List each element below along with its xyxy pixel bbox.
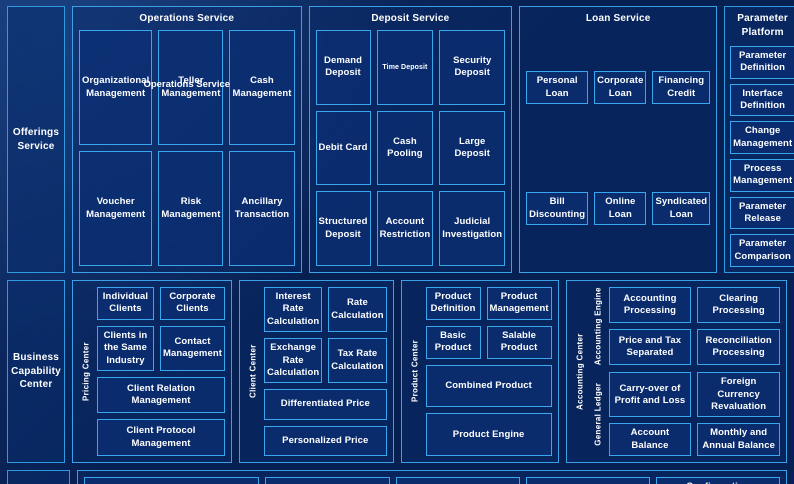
box-carry-over-profit-and-loss[interactable]: Carry-over of Profit and Loss <box>608 372 692 418</box>
box-debit-card[interactable]: Debit Card <box>315 110 371 186</box>
box-account-restriction[interactable]: Account Restriction <box>376 191 434 267</box>
panel-loan-service[interactable]: Loan Service Personal Loan Corporate Loa… <box>519 6 718 274</box>
box-registration-center[interactable]: Registration Center <box>84 477 260 484</box>
vertical-label-accounting-engine: Accounting Engine <box>593 287 603 366</box>
group-accounting-engine: Accounting Engine Accounting Processing … <box>591 287 780 366</box>
box-ancillary-transaction[interactable]: Ancillary Transaction <box>229 151 295 267</box>
box-individual-clients[interactable]: Individual Clients <box>97 287 154 320</box>
box-clearing-processing[interactable]: Clearing Processing <box>697 287 780 324</box>
box-combined-product[interactable]: Combined Product <box>425 364 552 408</box>
box-organizational-management[interactable]: Organizational Management <box>79 30 153 146</box>
box-monthly-and-annual-balance[interactable]: Monthly and Annual Balance <box>697 423 780 457</box>
box-personalized-price[interactable]: Personalized Price <box>264 425 387 457</box>
vertical-label-accounting-center: Accounting Center <box>575 333 585 410</box>
panel-title-parameter-platform: Parameter Platform <box>737 13 789 38</box>
panel-deposit-service[interactable]: Deposit Service Demand Deposit Time Depo… <box>308 6 513 274</box>
box-interface-definition[interactable]: Interface Definition <box>730 83 794 117</box>
box-accounting-processing[interactable]: Accounting Processing <box>608 287 692 324</box>
box-structured-deposit[interactable]: Structured Deposit <box>315 191 371 267</box>
box-bill-discounting[interactable]: Bill Discounting <box>526 192 589 225</box>
box-client-relation-management[interactable]: Client Relation Management <box>97 376 225 414</box>
box-voucher-management[interactable]: Voucher Management <box>79 151 153 267</box>
panel-title-operations-service: Operations Service <box>139 13 235 24</box>
box-syndicated-loan[interactable]: Syndicated Loan <box>652 192 711 225</box>
layer-label-technology-platform: Technology Platform <box>7 470 71 484</box>
box-interest-rate-calculation[interactable]: Interest Rate Calculation <box>264 287 323 333</box>
box-price-and-tax-separated[interactable]: Price and Tax Separated <box>608 329 692 366</box>
layer-label-business-capability-center: Business Capability Center <box>7 280 65 464</box>
technology-platform-layer: Technology Platform Registration Center … <box>7 470 787 484</box>
box-differentiated-price[interactable]: Differentiated Price <box>264 389 387 420</box>
box-large-deposit[interactable]: Large Deposit <box>439 110 506 186</box>
box-cash-management[interactable]: Cash Management <box>229 30 295 146</box>
box-foreign-currency-revaluation[interactable]: Foreign Currency Revaluation <box>697 372 780 418</box>
box-clients-same-industry[interactable]: Clients in the Same Industry <box>97 325 154 371</box>
box-parameter-definition[interactable]: Parameter Definition <box>730 46 794 79</box>
box-online-loan[interactable]: Online Loan <box>594 192 647 225</box>
panel-technology-platform[interactable]: Registration Center Service Management S… <box>77 470 787 484</box>
panel-product-center[interactable]: Product Center Product Definition Produc… <box>400 280 559 464</box>
panel-pricing-center[interactable]: Client Center Interest Rate Calculation … <box>239 280 394 464</box>
box-demand-deposit[interactable]: Demand Deposit <box>315 30 371 105</box>
box-tax-rate-calculation[interactable]: Tax Rate Calculation <box>328 338 387 384</box>
panel-client-center[interactable]: Pricing Center Individual Clients Corpor… <box>72 280 232 464</box>
panel-accounting-center[interactable]: Accounting Center Accounting Engine Acco… <box>565 280 787 464</box>
box-time-deposit[interactable]: Time Deposit <box>376 30 434 105</box>
box-configuration-management[interactable]: Configuration Management <box>655 477 780 484</box>
box-cash-pooling[interactable]: Cash Pooling <box>376 110 434 186</box>
box-service-management[interactable]: Service Management <box>265 477 390 484</box>
box-salable-product[interactable]: Salable Product <box>486 325 552 359</box>
box-service-invocation[interactable]: Service Invocation <box>395 477 520 484</box>
box-rate-calculation[interactable]: Rate Calculation <box>328 287 387 333</box>
layer-label-offerings-service: Offerings Service <box>7 6 65 274</box>
box-basic-product[interactable]: Basic Product <box>425 325 481 359</box>
panel-parameter-platform[interactable]: Parameter Platform Parameter Definition … <box>724 6 794 274</box>
box-process-management[interactable]: Process Management <box>730 159 794 192</box>
vertical-label-product-center: Product Center <box>410 340 420 403</box>
box-security-deposit[interactable]: Security Deposit <box>439 30 506 105</box>
panel-title-loan-service: Loan Service <box>585 13 651 24</box>
box-financing-credit[interactable]: Financing Credit <box>652 71 711 104</box>
box-contact-management[interactable]: Contact Management <box>159 325 225 371</box>
panel-operations-service[interactable]: Operations Service Organizational Manage… <box>72 6 302 274</box>
vertical-label-pricing-center: Client Center <box>248 344 258 399</box>
box-account-balance[interactable]: Account Balance <box>608 423 692 457</box>
box-teller-management[interactable]: Teller Management <box>158 30 224 146</box>
box-parameter-release[interactable]: Parameter Release <box>730 196 794 230</box>
vertical-label-client-center: Pricing Center <box>81 342 91 402</box>
vertical-label-general-ledger: General Ledger <box>593 382 603 446</box>
box-risk-management[interactable]: Risk Management <box>158 151 224 267</box>
box-reconciliation-processing[interactable]: Reconciliation Processing <box>697 329 780 366</box>
box-product-definition[interactable]: Product Definition <box>425 287 481 320</box>
group-general-ledger: General Ledger Carry-over of Profit and … <box>591 372 780 457</box>
box-personal-loan[interactable]: Personal Loan <box>526 71 589 104</box>
box-corporate-clients[interactable]: Corporate Clients <box>159 287 225 320</box>
box-client-protocol-management[interactable]: Client Protocol Management <box>97 419 225 457</box>
box-change-management[interactable]: Change Management <box>730 121 794 155</box>
offerings-service-layer: Offerings Service Operations Service Org… <box>7 6 794 274</box>
box-judicial-investigation[interactable]: Judicial Investigation <box>439 191 506 267</box>
box-exchange-rate-calculation[interactable]: Exchange Rate Calculation <box>264 338 323 384</box>
box-batch-scheduling[interactable]: Batch Scheduling <box>525 477 650 484</box>
box-product-engine[interactable]: Product Engine <box>425 413 552 457</box>
box-parameter-comparison[interactable]: Parameter Comparison <box>730 234 794 268</box>
box-product-management[interactable]: Product Management <box>486 287 552 320</box>
box-corporate-loan[interactable]: Corporate Loan <box>594 71 647 104</box>
business-capability-layer: Business Capability Center Pricing Cente… <box>7 280 787 464</box>
panel-title-deposit-service: Deposit Service <box>371 13 450 24</box>
